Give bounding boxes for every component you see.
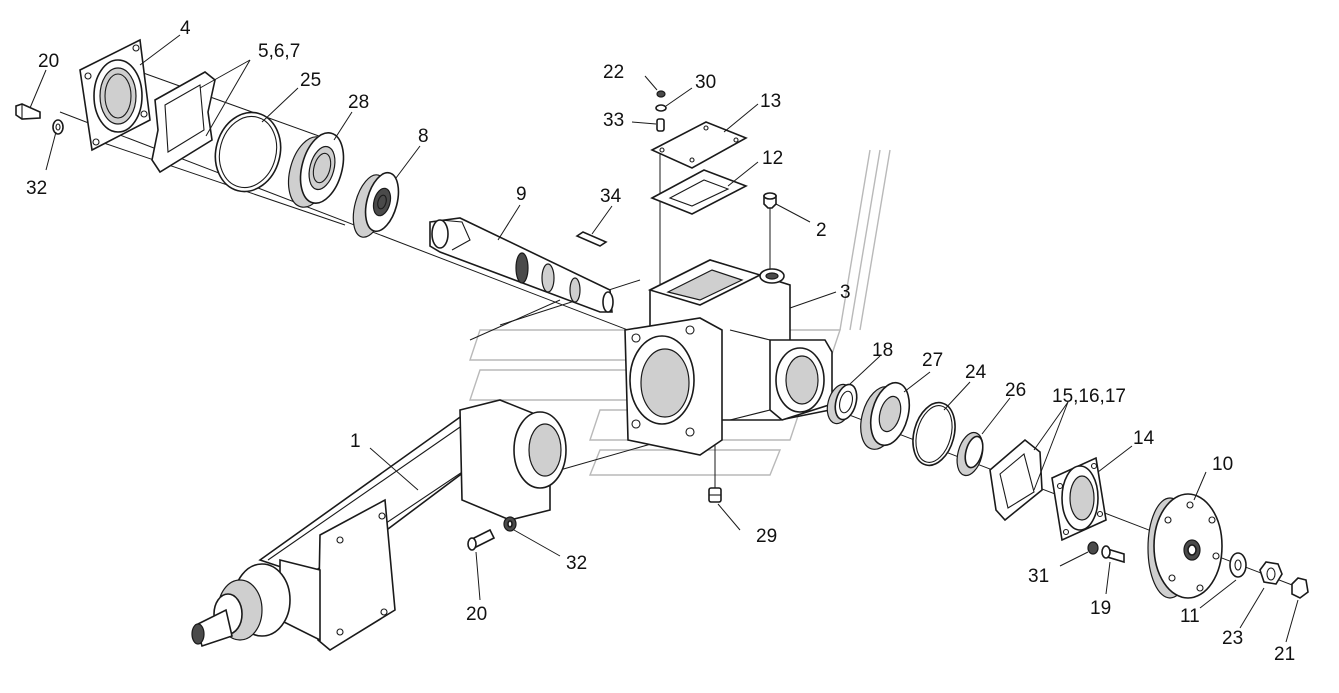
part-21-cap [1291, 577, 1309, 599]
label-29: 29 [756, 526, 777, 547]
part-27-bearing [860, 381, 911, 450]
part-13-cover-plate [650, 121, 748, 169]
label-3: 3 [840, 282, 851, 303]
part-24-o-ring [912, 401, 956, 467]
part-23-nut [1259, 561, 1283, 585]
part-8-bearing [352, 171, 400, 238]
label-24: 24 [965, 362, 987, 383]
callout-labels: 20 32 4 5,6,7 25 28 8 9 34 22 30 33 13 1… [26, 18, 1295, 665]
label-32-lower: 32 [566, 553, 587, 574]
part-20-bolt-lower [467, 528, 496, 551]
part-32-washer-left [52, 119, 64, 135]
part-32-washer-lower [503, 516, 517, 532]
part-30-washer [655, 104, 667, 112]
label-31: 31 [1028, 566, 1049, 587]
label-22: 22 [603, 62, 624, 83]
label-8: 8 [418, 126, 429, 147]
label-33: 33 [603, 110, 624, 131]
label-9: 9 [516, 184, 527, 205]
part-31-washer [1087, 541, 1099, 555]
label-26: 26 [1005, 380, 1026, 401]
label-25: 25 [300, 70, 321, 91]
label-28: 28 [348, 92, 369, 113]
label-20-lower: 20 [466, 604, 487, 625]
label-18: 18 [872, 340, 893, 361]
part-28-bearing [287, 132, 345, 208]
part-2-plug [763, 192, 777, 209]
label-14: 14 [1133, 428, 1155, 449]
label-34: 34 [600, 186, 622, 207]
label-27: 27 [922, 350, 943, 371]
part-15-16-17-shims [989, 438, 1043, 522]
part-14-flange [1051, 456, 1107, 542]
part-19-bolt [1101, 545, 1125, 564]
part-12-gasket [650, 169, 748, 215]
part-33-pin [656, 118, 665, 132]
label-4: 4 [180, 18, 191, 39]
label-5-6-7: 5,6,7 [258, 41, 300, 62]
label-15-16-17: 15,16,17 [1052, 386, 1126, 407]
part-3-gearbox-housing [624, 259, 833, 456]
part-34-key [575, 231, 608, 247]
label-10: 10 [1212, 454, 1233, 475]
part-1-axle-tube [191, 399, 567, 651]
label-1: 1 [350, 431, 361, 452]
label-32-left: 32 [26, 178, 47, 199]
part-11-washer [1229, 552, 1247, 578]
label-19: 19 [1090, 598, 1111, 619]
label-13: 13 [760, 91, 781, 112]
part-9-shaft [429, 217, 614, 313]
part-22-screw [656, 90, 666, 98]
label-23: 23 [1222, 628, 1243, 649]
part-10-hub [1147, 493, 1223, 599]
label-20-left: 20 [38, 51, 59, 72]
label-21: 21 [1274, 644, 1295, 665]
part-5-6-7-gaskets [151, 71, 216, 174]
part-18-seal [826, 383, 858, 425]
part-29-plug [708, 487, 722, 503]
label-2: 2 [816, 220, 827, 241]
label-12: 12 [762, 148, 783, 169]
label-11: 11 [1180, 606, 1200, 627]
leader-lines [29, 34, 1299, 643]
part-4-flange-cover [79, 38, 151, 152]
part-25-o-ring [214, 111, 282, 193]
part-20-bolt-left [15, 103, 41, 120]
part-26-ring [956, 431, 984, 477]
label-30: 30 [695, 72, 716, 93]
